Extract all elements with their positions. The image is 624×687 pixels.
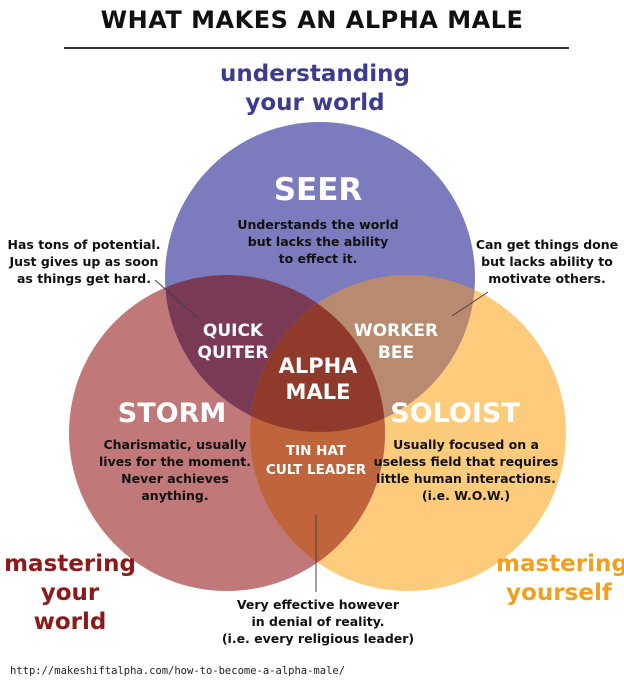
left-axis-line-2: your world (33, 580, 107, 635)
annotation-line: Has tons of potential. (7, 237, 161, 252)
worker-bee-label: WORKER (354, 321, 438, 341)
tin-hat-label: TIN HAT (286, 443, 347, 459)
seer-desc-line: but lacks the ability (248, 234, 388, 249)
annotation-line: Very effective however (236, 597, 400, 612)
tin-hat-annotation: Very effective however in denial of real… (206, 596, 430, 647)
quick-quiter-annotation: Has tons of potential. Just gives up as … (4, 236, 164, 287)
soloist-desc-line: (i.e. W.O.W.) (422, 488, 510, 503)
tin-hat-label: CULT LEADER (266, 462, 367, 478)
alpha-male-label: MALE (286, 380, 351, 404)
storm-desc-line: Charismatic, usually (103, 437, 246, 452)
annotation-line: but lacks ability to (481, 254, 613, 269)
right-axis-line-2: yourself (506, 580, 612, 606)
soloist-desc-line: Usually focused on a (393, 437, 539, 452)
annotation-line: (i.e. every religious leader) (221, 631, 415, 646)
annotation-line: Just gives up as soon (9, 254, 159, 269)
alpha-male-region (250, 275, 385, 432)
storm-desc-line: anything. (141, 488, 208, 503)
quick-quiter-label: QUICK (203, 321, 264, 341)
left-axis-label: mastering your world (4, 550, 136, 637)
soloist-desc-line: little human interactions. (376, 471, 556, 486)
worker-bee-annotation: Can get things done but lacks ability to… (472, 236, 622, 287)
seer-desc-line: Understands the world (237, 217, 398, 232)
alpha-male-label: ALPHA (279, 354, 359, 378)
top-axis-label: understanding your world (200, 60, 430, 118)
worker-bee-pointer (451, 291, 489, 317)
annotation-line: Can get things done (475, 237, 619, 252)
source-url: http://makeshiftalpha.com/how-to-become-… (10, 665, 346, 677)
storm-desc-line: Never achieves (121, 471, 229, 486)
left-axis-line-1: mastering (4, 551, 136, 577)
storm-title: STORM (118, 398, 226, 429)
soloist-title: SOLOIST (390, 398, 520, 429)
worker-bee-label: BEE (378, 343, 414, 363)
storm-desc-line: lives for the moment. (99, 454, 251, 469)
title-divider (64, 47, 569, 49)
seer-title: SEER (274, 172, 363, 208)
quick-quiter-pointer (154, 279, 199, 319)
top-axis-line-2: your world (245, 90, 385, 116)
soloist-desc-line: useless field that requires (374, 454, 559, 469)
top-axis-line-1: understanding (220, 61, 410, 87)
right-axis-label: mastering yourself (496, 550, 624, 608)
diagram-title: WHAT MAKES AN ALPHA MALE (100, 6, 524, 34)
annotation-line: motivate others. (488, 271, 606, 286)
right-axis-line-1: mastering (496, 551, 624, 577)
annotation-line: as things get hard. (17, 271, 151, 286)
annotation-line: in denial of reality. (251, 614, 385, 629)
quick-quiter-label: QUITER (198, 343, 269, 363)
seer-desc-line: to effect it. (279, 251, 358, 266)
